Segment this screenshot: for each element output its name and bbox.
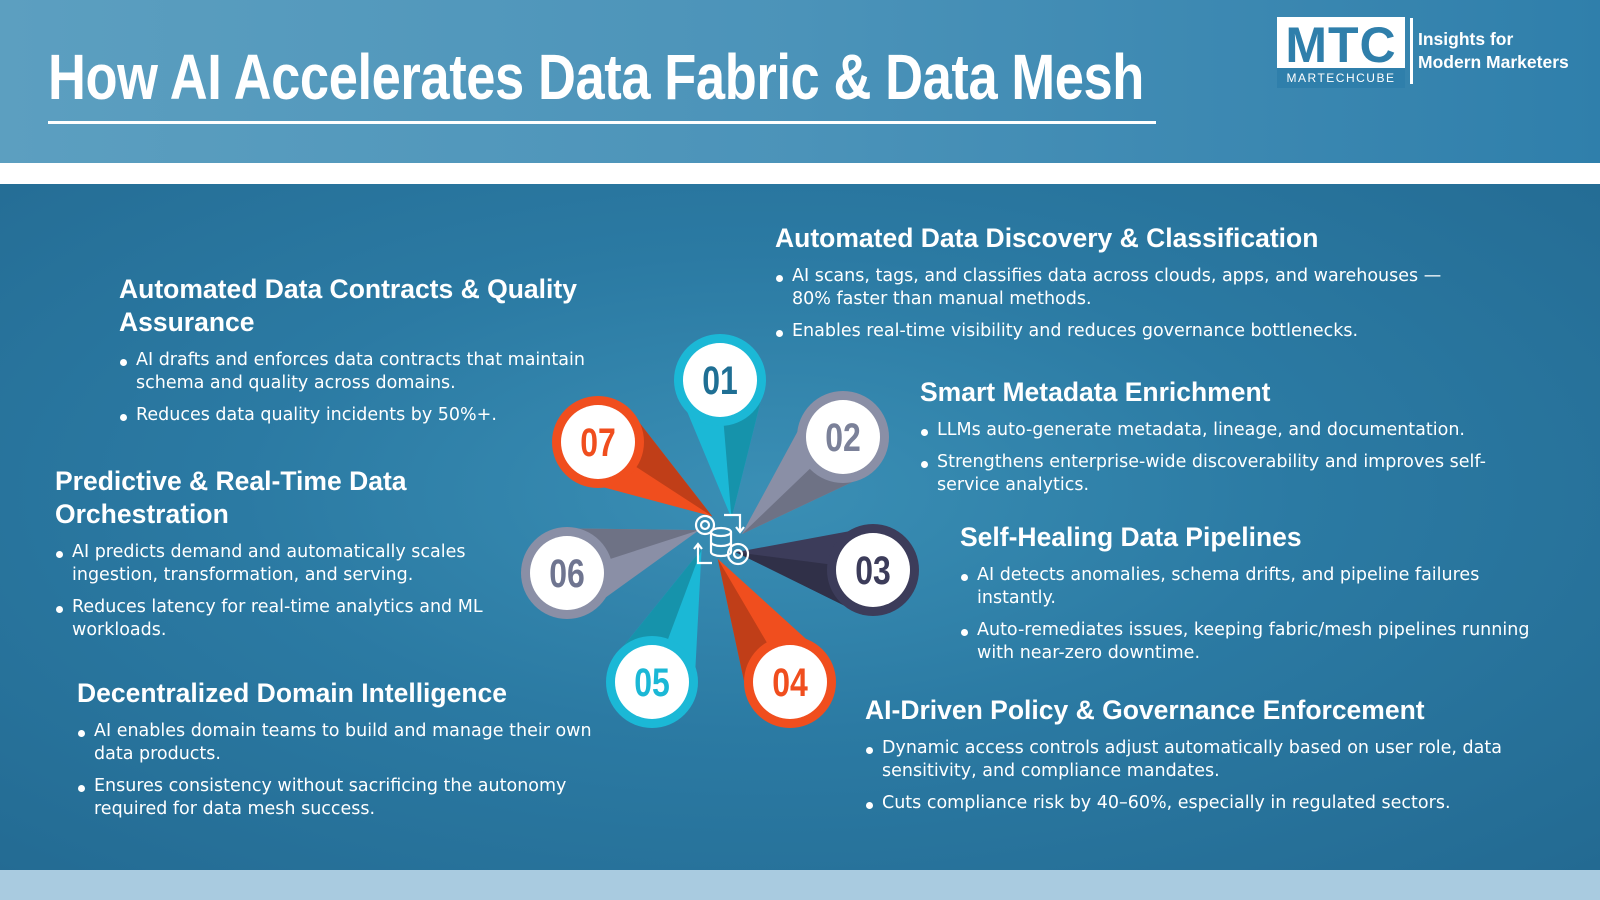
step-05-disc bbox=[615, 645, 689, 719]
footer-band bbox=[0, 870, 1600, 900]
step-06-number: 06 bbox=[549, 551, 585, 596]
section-02-title: Smart Metadata Enrichment bbox=[920, 377, 1271, 407]
section-03-bullet: AI detects anomalies, schema drifts, and… bbox=[960, 564, 1540, 610]
section-02: Smart Metadata Enrichment LLMs auto-gene… bbox=[920, 376, 1520, 506]
logo: MTC MARTECHCUBE bbox=[1277, 17, 1405, 88]
section-01: Automated Data Discovery & Classificatio… bbox=[775, 222, 1475, 352]
step-06-badge: 06 bbox=[521, 527, 613, 619]
logo-tagline-line1: Insights for bbox=[1418, 29, 1514, 49]
section-05-bullet: Ensures consistency without sacrificing … bbox=[77, 775, 617, 821]
section-06-bullet: Reduces latency for real-time analytics … bbox=[55, 596, 525, 642]
step-02-badge: 02 bbox=[797, 391, 889, 483]
section-07: Automated Data Contracts & Quality Assur… bbox=[119, 273, 629, 436]
section-01-bullet: Enables real-time visibility and reduces… bbox=[775, 320, 1475, 343]
step-07-disc bbox=[561, 405, 635, 479]
step-01-badge: 01 bbox=[674, 334, 766, 426]
section-07-bullet: AI drafts and enforces data contracts th… bbox=[119, 349, 629, 395]
section-05: Decentralized Domain Intelligence AI ena… bbox=[77, 677, 617, 830]
step-04-badge: 04 bbox=[744, 636, 836, 728]
step-03-badge: 03 bbox=[827, 524, 919, 616]
section-04-title: AI-Driven Policy & Governance Enforcemen… bbox=[865, 695, 1425, 725]
page-title: How AI Accelerates Data Fabric & Data Me… bbox=[48, 41, 1144, 113]
section-03: Self-Healing Data Pipelines AI detects a… bbox=[960, 521, 1540, 674]
section-01-title: Automated Data Discovery & Classificatio… bbox=[775, 223, 1319, 253]
section-07-title: Automated Data Contracts & Quality Assur… bbox=[119, 274, 577, 337]
step-03-number: 03 bbox=[855, 548, 891, 593]
step-05-badge: 05 bbox=[606, 636, 698, 728]
step-07-number: 07 bbox=[580, 420, 616, 465]
step-02-disc bbox=[806, 400, 880, 474]
section-06-bullet: AI predicts demand and automatically sca… bbox=[55, 541, 525, 587]
section-01-bullet: AI scans, tags, and classifies data acro… bbox=[775, 265, 1475, 311]
section-05-title: Decentralized Domain Intelligence bbox=[77, 678, 508, 708]
main-panel bbox=[0, 184, 1600, 870]
section-04: AI-Driven Policy & Governance Enforcemen… bbox=[865, 694, 1565, 824]
section-05-bullet: AI enables domain teams to build and man… bbox=[77, 720, 617, 766]
step-01-disc bbox=[683, 343, 757, 417]
section-04-bullet: Dynamic access controls adjust automatic… bbox=[865, 737, 1565, 783]
logo-divider bbox=[1410, 18, 1413, 84]
section-04-bullet: Cuts compliance risk by 40–60%, especial… bbox=[865, 792, 1565, 815]
step-06-disc bbox=[530, 536, 604, 610]
gears-database-icon bbox=[693, 513, 750, 566]
step-04-number: 04 bbox=[772, 660, 808, 705]
logo-mark: MTC bbox=[1285, 17, 1397, 73]
logo-subtext: MARTECHCUBE bbox=[1277, 68, 1405, 88]
section-07-bullet: Reduces data quality incidents by 50%+. bbox=[119, 404, 629, 427]
step-07-badge: 07 bbox=[552, 396, 644, 488]
step-03-disc bbox=[836, 533, 910, 607]
logo-tagline-line2: Modern Marketers bbox=[1418, 52, 1569, 72]
step-05-number: 05 bbox=[634, 660, 670, 705]
section-06-title: Predictive & Real-Time Data Orchestratio… bbox=[55, 466, 407, 529]
divider-strip bbox=[0, 163, 1600, 184]
section-02-bullet: LLMs auto-generate metadata, lineage, an… bbox=[920, 419, 1520, 442]
section-06: Predictive & Real-Time Data Orchestratio… bbox=[55, 465, 525, 651]
step-04-disc bbox=[753, 645, 827, 719]
section-02-bullet: Strengthens enterprise-wide discoverabil… bbox=[920, 451, 1520, 497]
section-03-bullet: Auto-remediates issues, keeping fabric/m… bbox=[960, 619, 1540, 665]
logo-tagline: Insights for Modern Marketers bbox=[1418, 28, 1569, 74]
section-03-title: Self-Healing Data Pipelines bbox=[960, 522, 1302, 552]
title-underline bbox=[48, 121, 1156, 124]
step-01-number: 01 bbox=[702, 358, 738, 403]
step-02-number: 02 bbox=[825, 415, 861, 460]
